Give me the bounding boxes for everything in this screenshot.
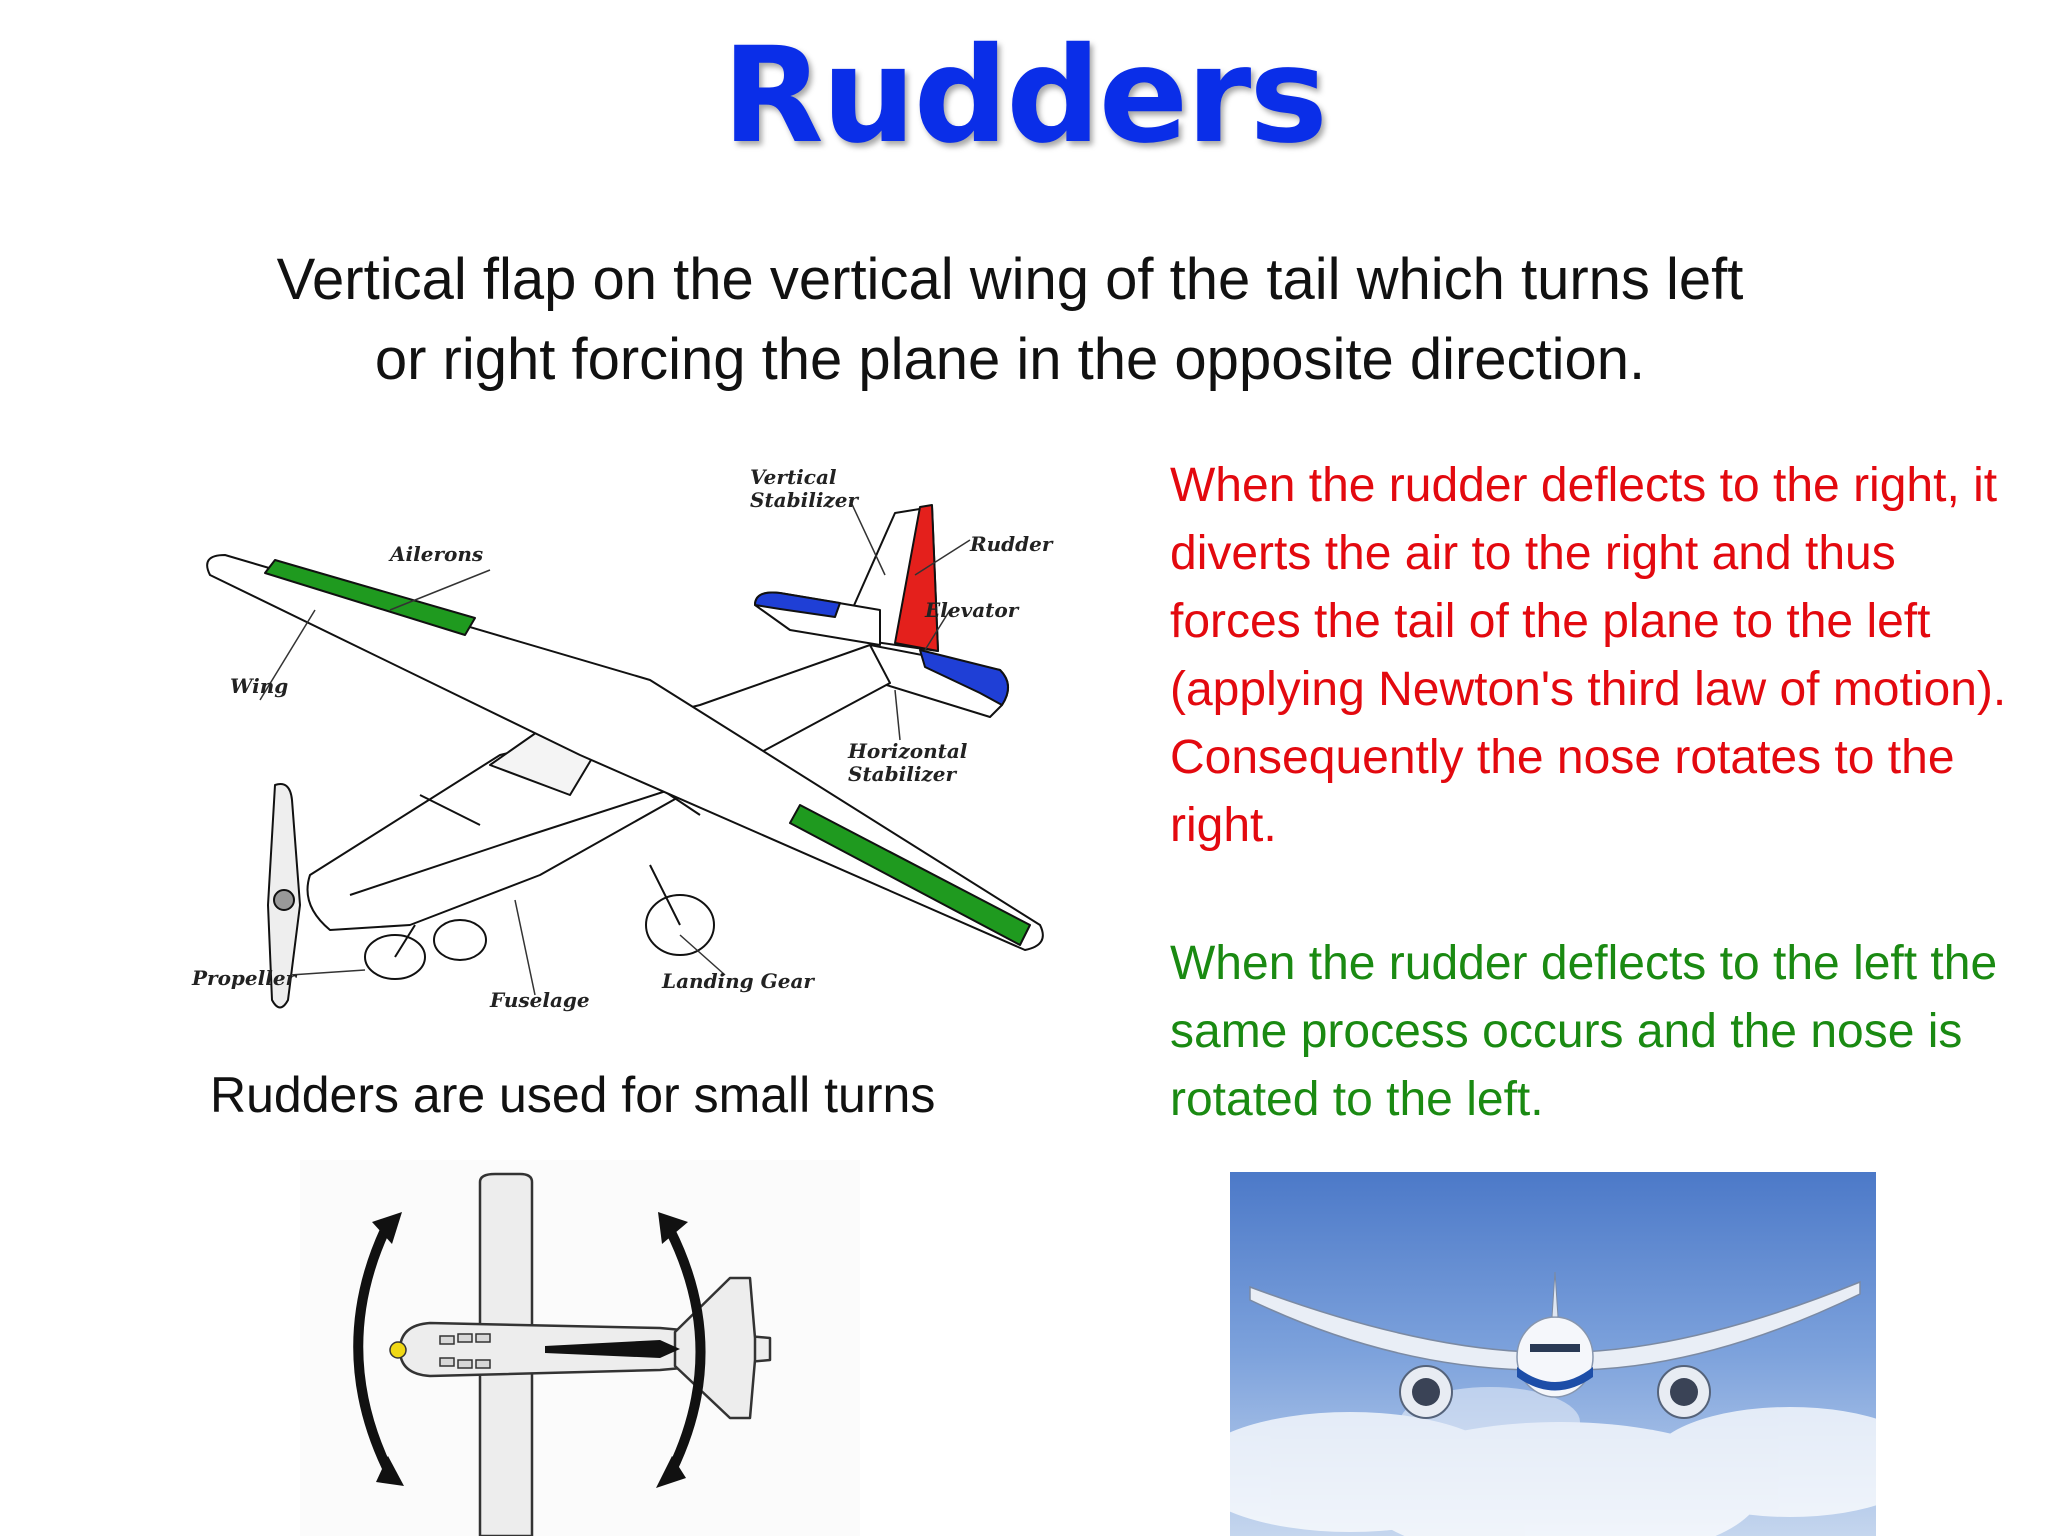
arrowhead-left-bottom [376, 1456, 404, 1486]
subtitle-line-1: Vertical flap on the vertical wing of th… [276, 247, 1744, 312]
airliner-wings [1249, 1280, 1861, 1371]
label-horizontal-stabilizer-2: Stabilizer [848, 762, 958, 786]
small-turns-caption: Rudders are used for small turns [210, 1067, 936, 1123]
label-ailerons: Ailerons [388, 542, 483, 566]
label-propeller: Propeller [191, 966, 298, 990]
label-landing-gear: Landing Gear [661, 969, 815, 993]
slide-title: Rudders [722, 19, 1328, 173]
main-wing-shape [206, 554, 1044, 951]
label-horizontal-stabilizer-1: Horizontal [847, 739, 968, 763]
elevator-near [919, 649, 1009, 706]
fuselage-shape [306, 644, 891, 931]
subtitle-line-2: or right forcing the plane in the opposi… [374, 327, 1646, 392]
rudder-left-explanation: When the rudder deflects to the left the… [1170, 937, 1998, 1126]
arrowhead-right-top [658, 1212, 688, 1244]
airplane-parts-diagram: Vertical Stabilizer Ailerons Rudder Elev… [191, 465, 1054, 1012]
label-fuselage: Fuselage [489, 988, 590, 1012]
label-vertical-stabilizer-2: Stabilizer [750, 488, 860, 512]
aileron-left [264, 559, 476, 636]
top-view-yaw-diagram [300, 1160, 860, 1536]
label-elevator: Elevator [924, 598, 1020, 622]
arrowhead-right-bottom [656, 1456, 686, 1488]
wheel-mid [433, 919, 487, 961]
rudder-shape [894, 504, 939, 652]
aileron-right [789, 804, 1031, 946]
label-vertical-stabilizer-1: Vertical [750, 465, 837, 489]
rudder-right-explanation: When the rudder deflects to the right, i… [1170, 459, 2007, 852]
yaw-arrow-right [665, 1225, 706, 1475]
slide-subtitle: Vertical flap on the vertical wing of th… [150, 240, 1870, 400]
airliner-photo [1230, 1172, 1876, 1536]
yaw-arrow-left [353, 1225, 393, 1475]
label-wing: Wing [230, 674, 288, 698]
arrowhead-left-top [372, 1212, 402, 1244]
airliner-tail [1551, 1271, 1559, 1318]
elevator-far [754, 591, 841, 618]
cloud-3 [1650, 1407, 1876, 1517]
label-rudder: Rudder [969, 532, 1054, 556]
